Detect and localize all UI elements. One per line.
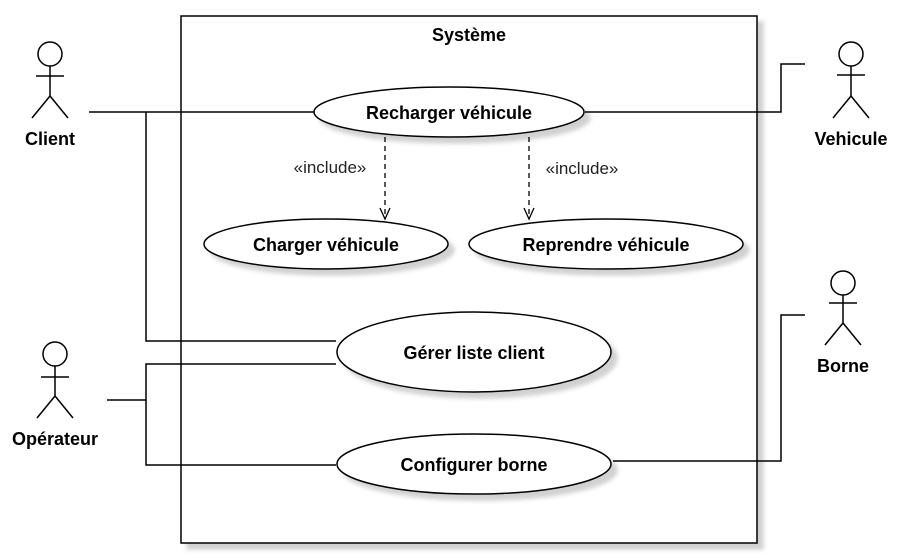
use-case-recharger[interactable]: Recharger véhicule	[313, 86, 585, 138]
include-dependencies	[379, 137, 535, 221]
use-case-reprendre-label: Reprendre véhicule	[522, 235, 689, 255]
actor-operateur-label: Opérateur	[12, 429, 98, 449]
include-left-label: «include»	[294, 158, 367, 177]
use-case-gerer-label: Gérer liste client	[403, 343, 544, 363]
include-right-arrowhead	[523, 207, 535, 221]
actor-operateur[interactable]	[36, 341, 74, 419]
use-case-configurer-label: Configurer borne	[401, 455, 548, 475]
use-case-charger-label: Charger véhicule	[253, 235, 399, 255]
association-lines	[89, 63, 805, 466]
actor-client[interactable]	[31, 41, 69, 119]
actor-client-label: Client	[25, 129, 75, 149]
use-case-gerer[interactable]: Gérer liste client	[336, 311, 612, 393]
actor-vehicule[interactable]	[832, 41, 870, 119]
actor-borne[interactable]	[824, 270, 862, 346]
include-right-label: «include»	[546, 159, 619, 178]
use-case-charger[interactable]: Charger véhicule	[203, 218, 449, 270]
actor-borne-label: Borne	[817, 356, 869, 376]
actor-client-head-icon	[37, 41, 63, 67]
use-case-reprendre[interactable]: Reprendre véhicule	[468, 218, 744, 270]
recharger-vehicule-line	[585, 63, 805, 113]
system-label: Système	[432, 25, 506, 45]
actor-operateur-head-icon	[42, 341, 68, 367]
use-case-recharger-label: Recharger véhicule	[366, 103, 532, 123]
client-gerer-line	[145, 112, 336, 342]
configurer-borne-line	[613, 314, 805, 462]
operateur-gerer-line	[107, 363, 336, 401]
include-left-arrowhead	[379, 207, 391, 221]
actor-vehicule-head-icon	[838, 41, 864, 67]
use-case-configurer[interactable]: Configurer borne	[336, 433, 612, 495]
actor-borne-head-icon	[830, 270, 856, 296]
actor-vehicule-label: Vehicule	[814, 129, 887, 149]
operateur-configurer-line	[145, 400, 336, 466]
